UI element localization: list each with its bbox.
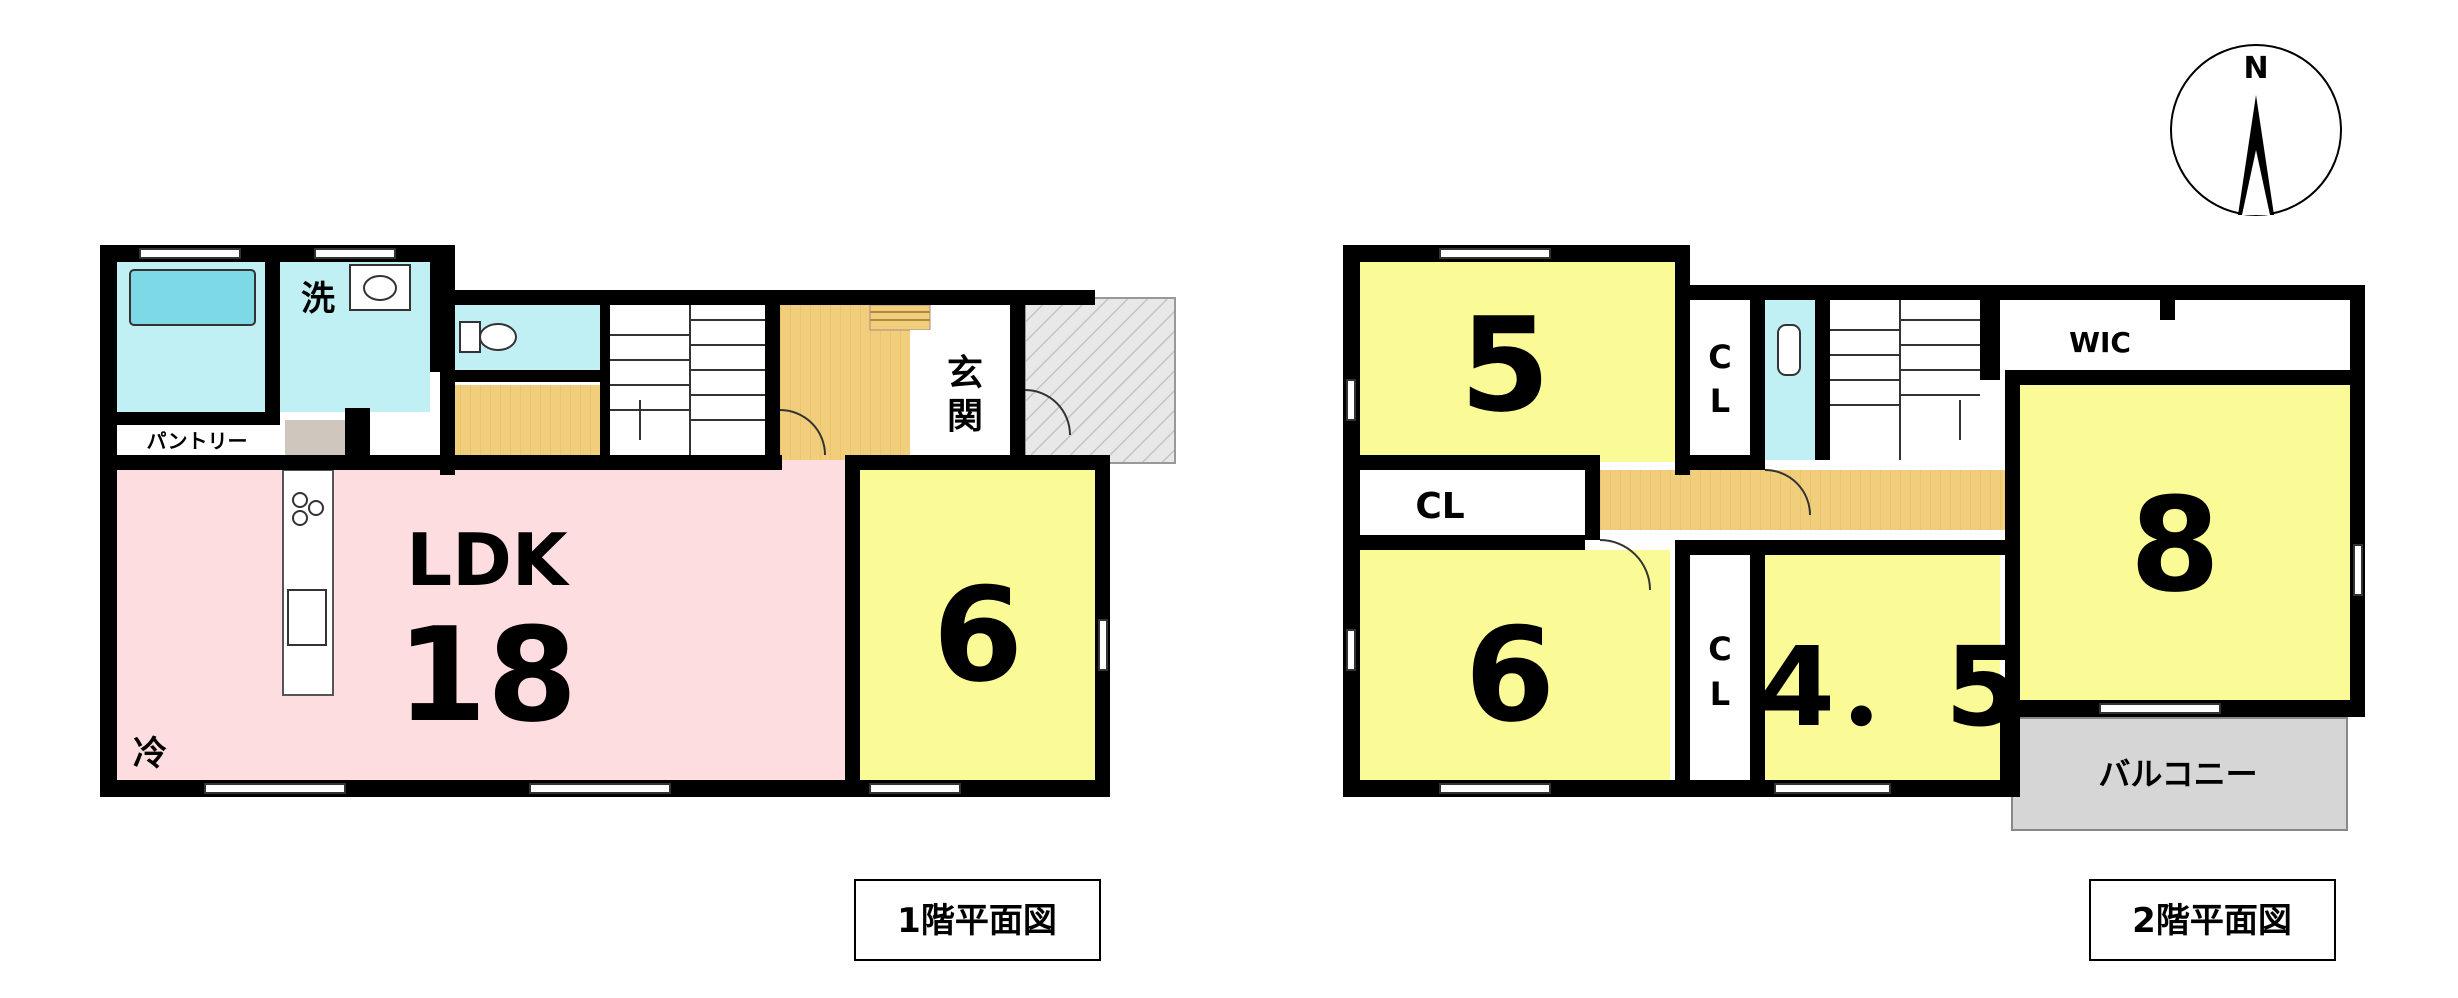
closet-b-label: CL [1415,486,1464,527]
fridge-label: 冷 [133,734,167,774]
genkan [910,330,1010,458]
entry-stair-treads [870,311,930,321]
entry-door-swing [1024,389,1071,436]
hall-corridor [455,385,600,455]
laundry-label: 洗 [301,279,335,319]
room-4-5 [1765,555,2000,780]
wic-room [2020,300,2350,370]
bathtub [129,269,256,326]
closet-a-label-l: L [1710,382,1730,420]
stove-burner [308,500,324,516]
kitchen-counter [282,469,334,696]
entry-hall [780,305,910,460]
closet-b [1360,470,1585,535]
floor1-title: 1階平面図 [897,901,1057,941]
entrance-label-2: 関 [947,396,983,437]
north-compass: N [2170,44,2342,216]
pantry-area [117,425,277,460]
room-6-2f [1360,550,1670,780]
hall-door-swing [779,409,826,456]
closet-a [1690,300,1750,460]
toilet-2f-fixture [1777,324,1801,376]
balcony [2011,717,2348,831]
floor1-plan [100,245,1176,797]
floor2-title-box: 2階平面図 [2089,879,2336,961]
windows-1f [139,248,1108,794]
floor2-plan [1343,245,2365,831]
toilet-fixture [459,321,481,353]
door-swing-2f-b [1764,469,1811,516]
room-8 [2020,385,2350,700]
stair-1f [610,305,765,460]
closet-c-label-l: L [1710,675,1730,713]
balcony-label: バルコニー [2098,755,2257,793]
pantry-label: パントリー [147,429,248,453]
closet-c-label-c: C [1708,630,1731,668]
room-5-label: 5 [1460,289,1550,441]
room-8-label: 8 [2130,469,2220,621]
ldk-name-label: LDK [406,518,570,602]
sink-bowl [363,275,397,301]
room-5 [1360,262,1675,462]
room-4-5-label: 4．5 [1758,623,2021,751]
kitchen-sink [287,589,327,646]
sink-fixture [349,264,411,311]
ldk-size-label: 18 [397,599,578,751]
toilet-bowl [479,323,517,351]
hall-2f [1585,470,2015,530]
wic-label: WIC [2069,326,2131,359]
floor1-title-box: 1階平面図 [854,879,1101,961]
north-label: N [2243,51,2268,86]
stove-burner [292,510,308,526]
entrance-label-1: 玄 [947,353,983,394]
stair-treads-1f [610,305,765,460]
floor2-title: 2階平面図 [2132,901,2292,941]
washroom-step [285,420,345,460]
door-swing-2f [1599,539,1651,591]
western-room-1f [860,470,1095,780]
entry-floor [869,304,931,331]
room-1f-size-label: 6 [933,559,1023,711]
ldk-room [117,460,852,780]
windows-2f [1346,248,2363,794]
room-6-2f-label: 6 [1465,599,1555,751]
closet-a-label-c: C [1708,338,1731,376]
porch [1024,297,1176,464]
stair-treads-2f [1830,300,1980,460]
closet-c [1690,555,1750,780]
stove-burner [292,492,308,508]
